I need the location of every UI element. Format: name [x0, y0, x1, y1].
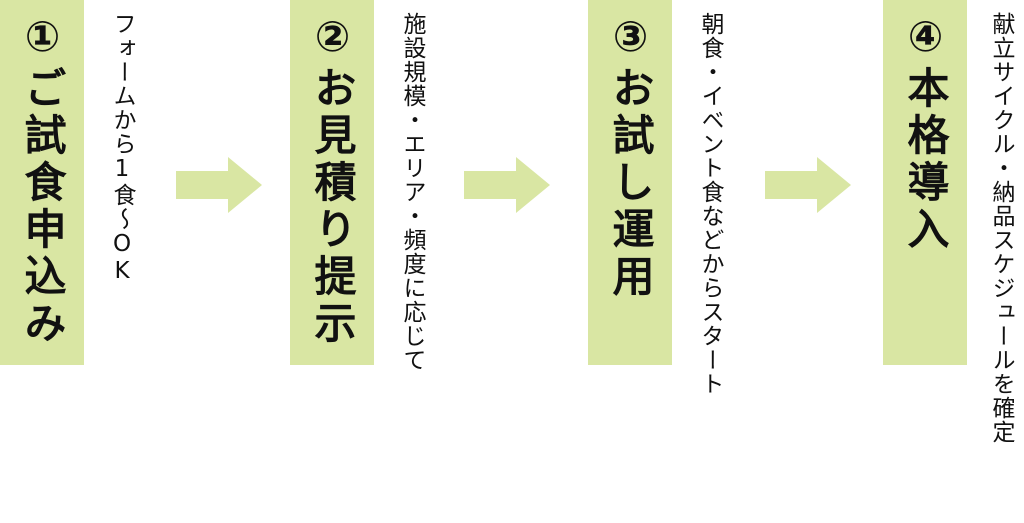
step-4-box: ④本格導入	[883, 0, 967, 365]
arrow-right-icon	[464, 157, 550, 213]
step-1-description: フォームから1食〜OK	[109, 12, 135, 285]
step-1-box: ①ご試食申込み	[0, 0, 84, 365]
arrow-right-icon	[765, 157, 851, 213]
step-3-box: ③お試し運用	[588, 0, 672, 365]
step-2-title: ②お見積り提示	[308, 12, 357, 348]
step-4-title: ④本格導入	[901, 12, 950, 254]
step-2-box: ②お見積り提示	[290, 0, 374, 365]
step-3-description: 朝食・イベント食などからスタート	[697, 12, 723, 396]
step-3-title: ③お試し運用	[606, 12, 655, 301]
step-4-description: 献立サイクル・納品スケジュールを確定	[988, 12, 1014, 444]
arrow-right-icon	[176, 157, 262, 213]
step-1-title: ①ご試食申込み	[18, 12, 67, 348]
step-2-description: 施設規模・エリア・頻度に応じて	[399, 12, 425, 372]
